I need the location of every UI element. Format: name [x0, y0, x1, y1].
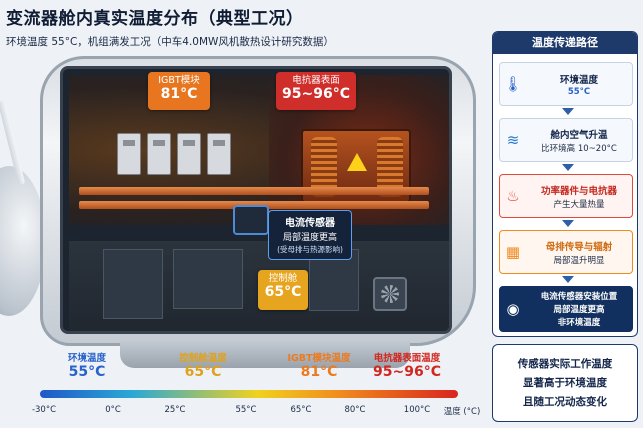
- summary-line: 显著高于环境温度: [523, 377, 607, 389]
- scale-marker-value: 95~96°C: [373, 364, 441, 380]
- control-callout: 控制舱 65°C: [258, 270, 308, 310]
- page-subtitle: 环境温度 55°C，机组满发工况（中车4.0MW风机散热设计研究数据）: [6, 36, 334, 48]
- path-step-title: 功率器件与电抗器: [540, 185, 617, 197]
- transfer-path-panel: 温度传递路径 🌡 环境温度 55°C ≋ 舱内空气升温 比环境高 10~20°C…: [492, 31, 638, 337]
- scale-tick: 25°C: [164, 405, 186, 415]
- igbt-callout-label: IGBT模块: [158, 75, 200, 86]
- scale-marker-value: 81°C: [300, 364, 338, 380]
- path-step-heat: ♨ 功率器件与电抗器 产生大量热量: [499, 174, 633, 218]
- page-title: 变流器舱内真实温度分布（典型工况）: [6, 9, 304, 29]
- warning-icon: [347, 153, 367, 171]
- sensor-icon: ◉: [506, 300, 520, 318]
- scale-marker-ambient: 环境温度 55°C: [42, 350, 132, 380]
- path-step-ambient: 🌡 环境温度 55°C: [499, 62, 633, 106]
- nacelle-illustration: IGBT模块 81°C 电抗器表面 95~96°C 电流传感器 局部温度更高 (…: [0, 48, 486, 368]
- fan-icon: [373, 277, 407, 311]
- summary-line: 且随工况动态变化: [523, 396, 607, 408]
- path-arrow: [562, 220, 574, 227]
- sensor-callout-line2: 局部温度更高: [282, 233, 337, 243]
- scale-unit-label: 温度 (°C): [443, 407, 481, 417]
- resistor-callout-label: 电抗器表面: [292, 75, 340, 86]
- thermometer-icon: 🌡: [503, 75, 523, 93]
- summary-box: 传感器实际工作温度 显著高于环境温度 且随工况动态变化: [492, 344, 638, 422]
- nacelle-base: [120, 338, 410, 368]
- scale-tick: -30°C: [31, 405, 57, 415]
- path-step-title: 环境温度: [559, 74, 598, 86]
- path-step-detail: 局部温度更高: [553, 305, 605, 315]
- path-arrow: [562, 164, 574, 171]
- scale-marker-name: 电抗器表面温度: [373, 353, 441, 364]
- path-step-detail-extra: 非环境温度: [557, 318, 601, 328]
- scale-marker-value: 55°C: [68, 364, 106, 380]
- scale-tick: 65°C: [290, 405, 312, 415]
- path-step-air: ≋ 舱内空气升温 比环境高 10~20°C: [499, 118, 633, 162]
- scale-tick: 0°C: [105, 405, 121, 415]
- scale-tick: 80°C: [344, 405, 366, 415]
- summary-line: 传感器实际工作温度: [517, 358, 613, 370]
- igbt-module-4: [207, 133, 231, 175]
- resistor-callout-value: 95~96°C: [282, 86, 350, 102]
- sensor-callout: 电流传感器 局部温度更高 (受母排与热源影响): [268, 210, 352, 260]
- path-step-title: 舱内空气升温: [550, 129, 608, 141]
- busbar-upper: [79, 187, 429, 195]
- igbt-callout-value: 81°C: [160, 86, 198, 102]
- control-callout-value: 65°C: [264, 284, 302, 300]
- path-step-detail: 比环境高 10~20°C: [541, 143, 617, 154]
- scale-tick: 55°C: [235, 405, 257, 415]
- sensor-callout-line3: (受母排与热源影响): [277, 245, 343, 254]
- scale-ticks: -30°C 0°C 25°C 55°C 65°C 80°C 100°C 温度 (…: [0, 405, 486, 419]
- path-step-title: 电流传感器安装位置: [540, 292, 618, 302]
- busbar-icon: ▦: [505, 243, 521, 261]
- heat-icon: ♨: [506, 187, 520, 205]
- scale-marker-igbt: IGBT模块温度 81°C: [274, 350, 364, 380]
- current-sensor-graphic: [233, 205, 269, 235]
- control-board-1: [103, 249, 163, 319]
- path-step-detail: 产生大量热量: [553, 199, 605, 210]
- scale-marker-name: IGBT模块温度: [287, 353, 351, 364]
- scale-tick: 100°C: [403, 405, 431, 415]
- path-step-sensor: ◉ 电流传感器安装位置 局部温度更高 非环境温度: [499, 286, 633, 332]
- path-step-detail: 55°C: [567, 86, 591, 97]
- scale-marker-resistor: 电抗器表面温度 95~96°C: [362, 350, 452, 380]
- igbt-module-1: [117, 133, 141, 175]
- transfer-path-title: 温度传递路径: [493, 32, 637, 54]
- path-step-busbar: ▦ 母排传导与辐射 局部温升明显: [499, 230, 633, 274]
- air-wave-icon: ≋: [506, 131, 520, 149]
- igbt-module-3: [177, 133, 201, 175]
- temperature-gradient-bar: [40, 390, 458, 398]
- scale-marker-name: 环境温度: [67, 353, 106, 364]
- igbt-callout: IGBT模块 81°C: [148, 72, 210, 110]
- path-step-detail: 局部温升明显: [553, 255, 605, 266]
- scale-marker-value: 65°C: [184, 364, 222, 380]
- power-bay: [69, 75, 449, 225]
- path-arrow: [562, 108, 574, 115]
- igbt-module-2: [147, 133, 171, 175]
- converter-cabinet: [60, 66, 452, 334]
- scale-marker-name: 控制舱温度: [179, 353, 227, 364]
- sensor-callout-label: 电流传感器: [285, 218, 335, 229]
- control-board-2: [173, 249, 243, 309]
- path-arrow: [562, 276, 574, 283]
- scale-markers: 环境温度 55°C 控制舱温度 65°C IGBT模块温度 81°C 电抗器表面…: [0, 350, 486, 390]
- resistor-callout: 电抗器表面 95~96°C: [276, 72, 356, 110]
- control-callout-label: 控制舱: [268, 273, 298, 284]
- scale-marker-control: 控制舱温度 65°C: [158, 350, 248, 380]
- path-step-title: 母排传导与辐射: [545, 241, 613, 253]
- header: 变流器舱内真实温度分布（典型工况） 环境温度 55°C，机组满发工况（中车4.0…: [6, 4, 486, 49]
